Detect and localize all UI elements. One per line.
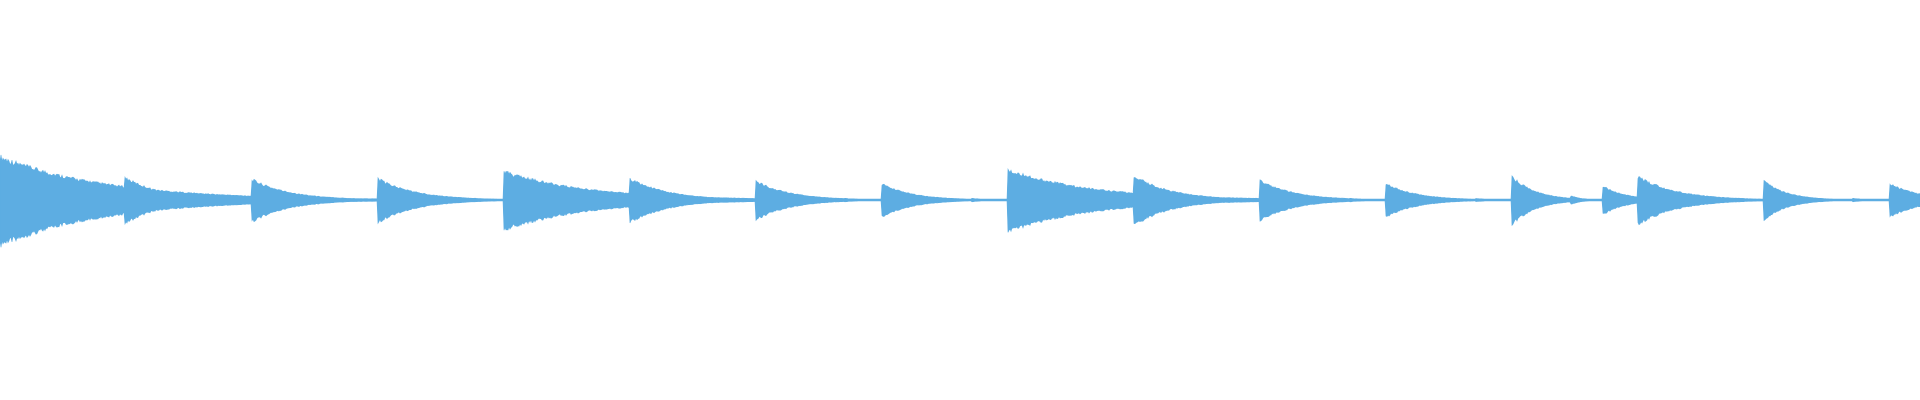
waveform-shape [0, 154, 1920, 248]
